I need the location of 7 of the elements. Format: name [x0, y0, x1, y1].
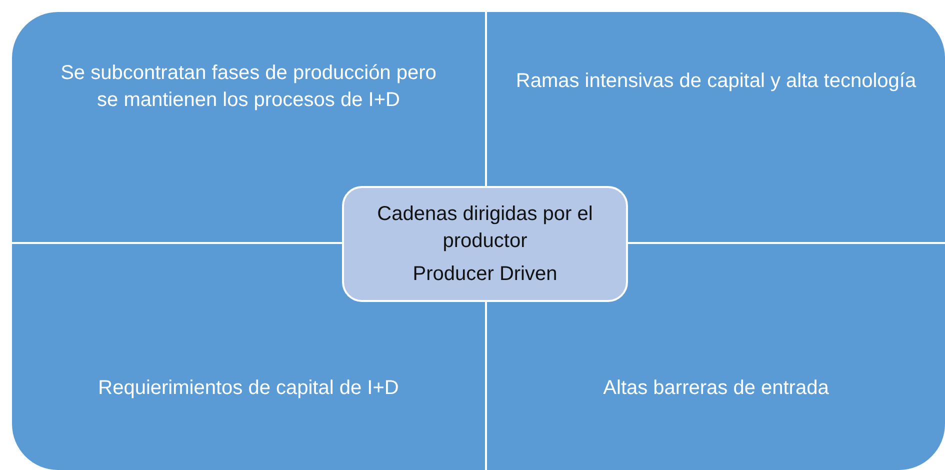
quadrant-text: Altas barreras de entrada	[603, 376, 829, 401]
center-subtitle: Producer Driven	[412, 262, 558, 286]
center-box	[342, 186, 628, 302]
center-title: Cadenas dirigidas por el productor	[376, 202, 594, 254]
quadrant-text: Se subcontratan fases de producción pero se mantienen los procesos de I+D	[60, 61, 438, 113]
quadrant-text: Ramas intensivas de capital y alta tecnología	[516, 69, 916, 94]
quadrant-text: Requierimientos de capital de I+D	[98, 376, 399, 401]
